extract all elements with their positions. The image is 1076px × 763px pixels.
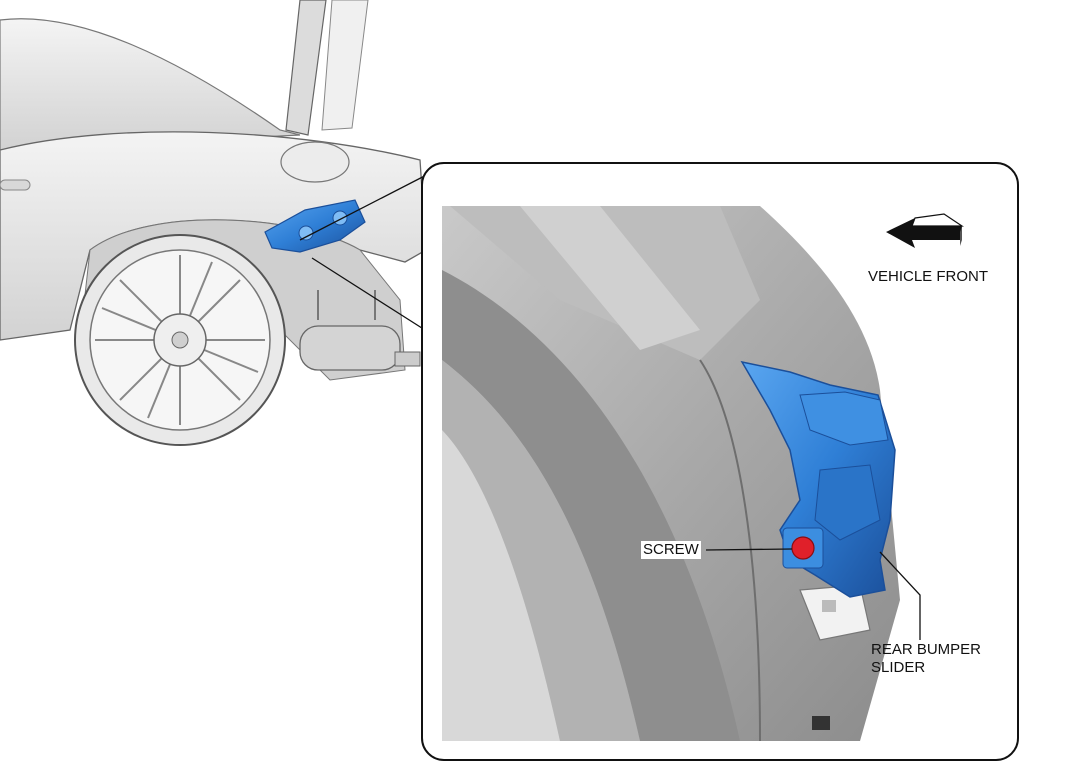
screw-label: SCREW [641, 541, 701, 559]
fuel-lid [280, 141, 350, 183]
trunk-lid [285, 0, 327, 136]
vehicle-front-label: VEHICLE FRONT [868, 268, 989, 285]
car-overview [0, 0, 427, 446]
rear-bumper-slider-label: REAR BUMPER SLIDER [871, 641, 981, 677]
vehicle-front-arrow-icon [886, 213, 964, 248]
zoom-leader-line-top [299, 167, 441, 241]
muffler [299, 325, 401, 371]
screw [791, 536, 815, 560]
zoom-leader-line-bottom [311, 257, 426, 331]
rear-bumper-slider-label-line2: SLIDER [871, 659, 926, 676]
detail-view [442, 206, 1002, 741]
rear-deck [0, 18, 301, 151]
slider-leader-line [879, 551, 921, 640]
screw-leader-line [705, 548, 793, 551]
rear-bumper-slider-label-line1: REAR BUMPER [871, 641, 982, 658]
tire-arc [442, 270, 740, 741]
